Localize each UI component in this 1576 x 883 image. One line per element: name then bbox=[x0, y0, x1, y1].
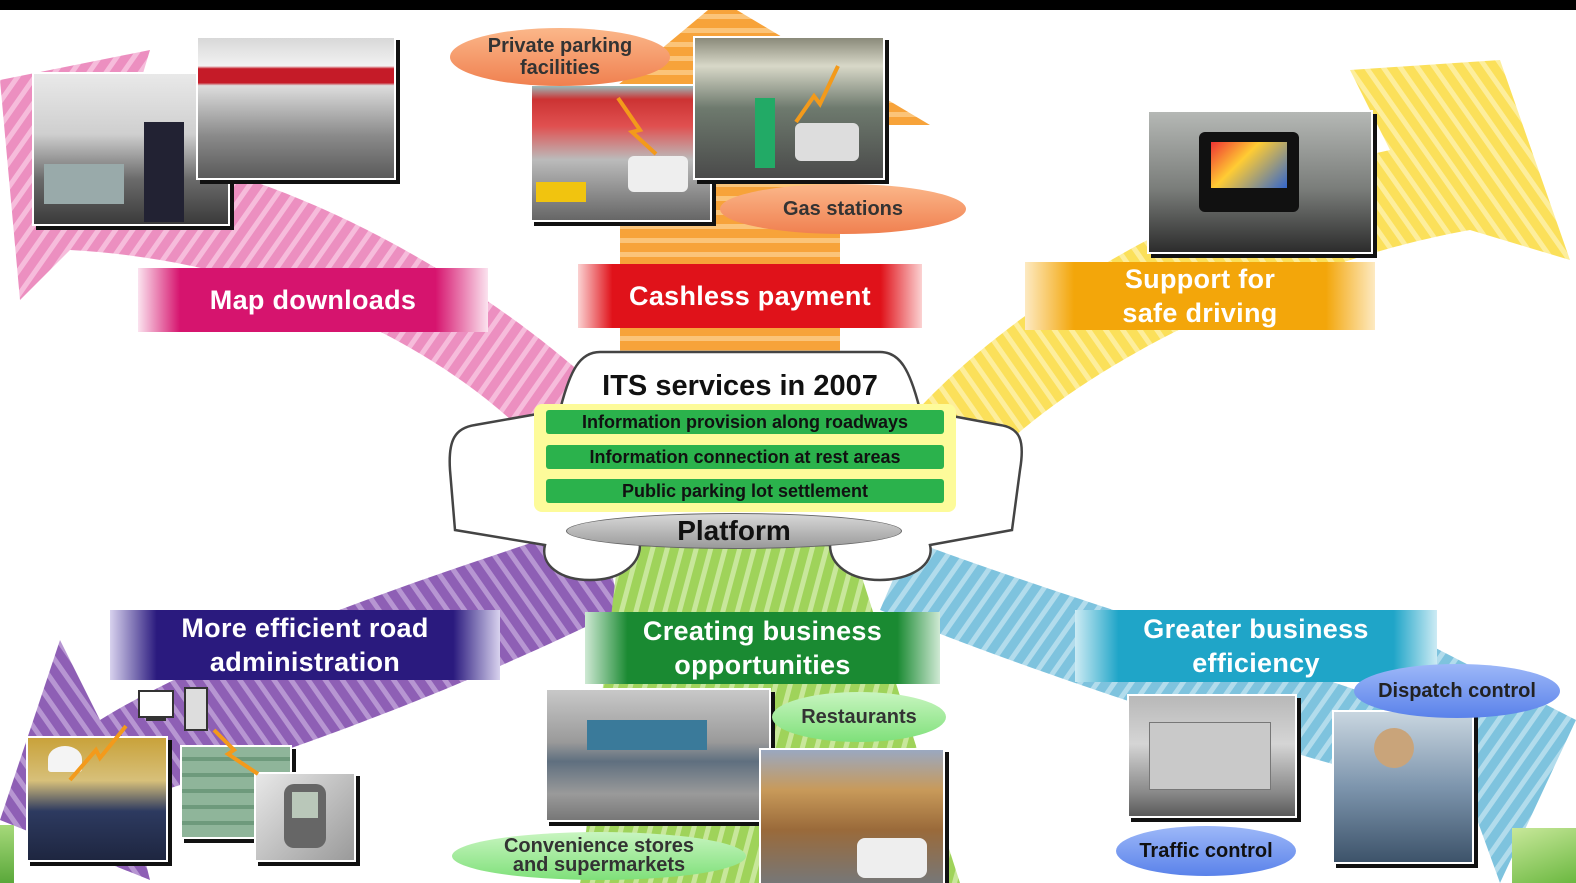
banner-business-efficiency-line1: Greater business bbox=[1143, 614, 1369, 644]
callout-gas-stations-text: Gas stations bbox=[782, 198, 904, 220]
service-rest-area-info: Information connection at rest areas bbox=[546, 445, 944, 469]
banner-safe-driving-line1: Support for bbox=[1124, 264, 1276, 294]
callout-dispatch-control-text: Dispatch control bbox=[1378, 680, 1536, 702]
fuel-pump bbox=[755, 98, 775, 168]
photo-delivery-worker bbox=[1332, 710, 1474, 864]
store-sign bbox=[587, 720, 707, 750]
callout-private-parking: Private parking facilities bbox=[450, 28, 670, 86]
callout-restaurants: Restaurants bbox=[772, 692, 946, 742]
device-body bbox=[284, 784, 326, 848]
photo-delivery-truck bbox=[1127, 694, 1297, 818]
banner-business-opportunities-line1: Creating business bbox=[642, 616, 883, 646]
photo-restaurant bbox=[759, 748, 945, 883]
truck-body bbox=[1149, 722, 1271, 790]
top-bar bbox=[0, 0, 1576, 10]
callout-private-parking-line1: Private parking bbox=[487, 35, 633, 57]
nav-screen bbox=[1211, 142, 1287, 188]
platform-oval: Platform bbox=[566, 513, 902, 549]
photo-private-parking bbox=[530, 84, 712, 222]
callout-traffic-control-text: Traffic control bbox=[1139, 840, 1273, 862]
service-parking-settlement: Public parking lot settlement bbox=[546, 479, 944, 503]
callout-convenience-line2: and supermarkets bbox=[512, 854, 686, 876]
parked-car bbox=[857, 838, 927, 878]
banner-business-efficiency-line2: efficiency bbox=[1192, 648, 1320, 678]
server-icon bbox=[184, 687, 208, 731]
photo-road-worker bbox=[26, 736, 168, 862]
banner-safe-driving: Support for safe driving bbox=[1025, 262, 1375, 330]
banner-business-opportunities-line2: opportunities bbox=[674, 650, 851, 680]
parked-cars bbox=[44, 164, 124, 204]
banner-cashless-payment-text: Cashless payment bbox=[629, 281, 871, 311]
callout-traffic-control: Traffic control bbox=[1116, 826, 1296, 876]
device-screen bbox=[292, 792, 318, 818]
computer-icon bbox=[136, 690, 178, 726]
banner-business-opportunities: Creating business opportunities bbox=[585, 612, 940, 684]
worker-head bbox=[1374, 728, 1414, 768]
banner-road-administration: More efficient road administration bbox=[110, 610, 500, 680]
banner-map-downloads-text: Map downloads bbox=[209, 285, 417, 315]
platform-label: Platform bbox=[677, 515, 791, 546]
service-roadway-info: Information provision along roadways bbox=[546, 410, 944, 434]
shop-sign bbox=[144, 122, 184, 222]
callout-dispatch-control: Dispatch control bbox=[1354, 664, 1560, 718]
photo-convenience-store bbox=[545, 688, 771, 822]
banner-safe-driving-line2: safe driving bbox=[1122, 298, 1278, 328]
parked-car bbox=[628, 156, 688, 192]
banner-business-efficiency: Greater business efficiency bbox=[1075, 610, 1437, 682]
center-title: ITS services in 2007 bbox=[602, 370, 878, 402]
parked-car bbox=[795, 123, 859, 161]
callout-restaurants-text: Restaurants bbox=[801, 706, 917, 728]
callout-convenience-line1: Convenience stores bbox=[503, 835, 695, 857]
callout-gas-stations: Gas stations bbox=[720, 184, 966, 234]
callout-private-parking-line2: facilities bbox=[519, 57, 601, 79]
banner-road-administration-line2: administration bbox=[209, 647, 401, 677]
banner-road-administration-line1: More efficient road bbox=[181, 613, 429, 643]
banner-cashless-payment: Cashless payment bbox=[578, 264, 922, 328]
photo-gas-station bbox=[693, 36, 885, 180]
callout-convenience-stores: Convenience stores and supermarkets bbox=[452, 832, 746, 880]
photo-car-navigation bbox=[1147, 110, 1373, 254]
parking-sign bbox=[536, 182, 586, 202]
hard-hat bbox=[48, 746, 82, 772]
photo-handheld-device bbox=[254, 772, 356, 862]
photo-honda-dealership bbox=[196, 36, 396, 180]
banner-map-downloads: Map downloads bbox=[138, 268, 488, 332]
pink-arrow bbox=[0, 50, 640, 470]
corner-accent-left bbox=[0, 825, 14, 883]
photo-car-dealer-shop bbox=[32, 72, 230, 226]
nav-unit bbox=[1199, 132, 1299, 212]
corner-accent-right bbox=[1512, 828, 1576, 883]
